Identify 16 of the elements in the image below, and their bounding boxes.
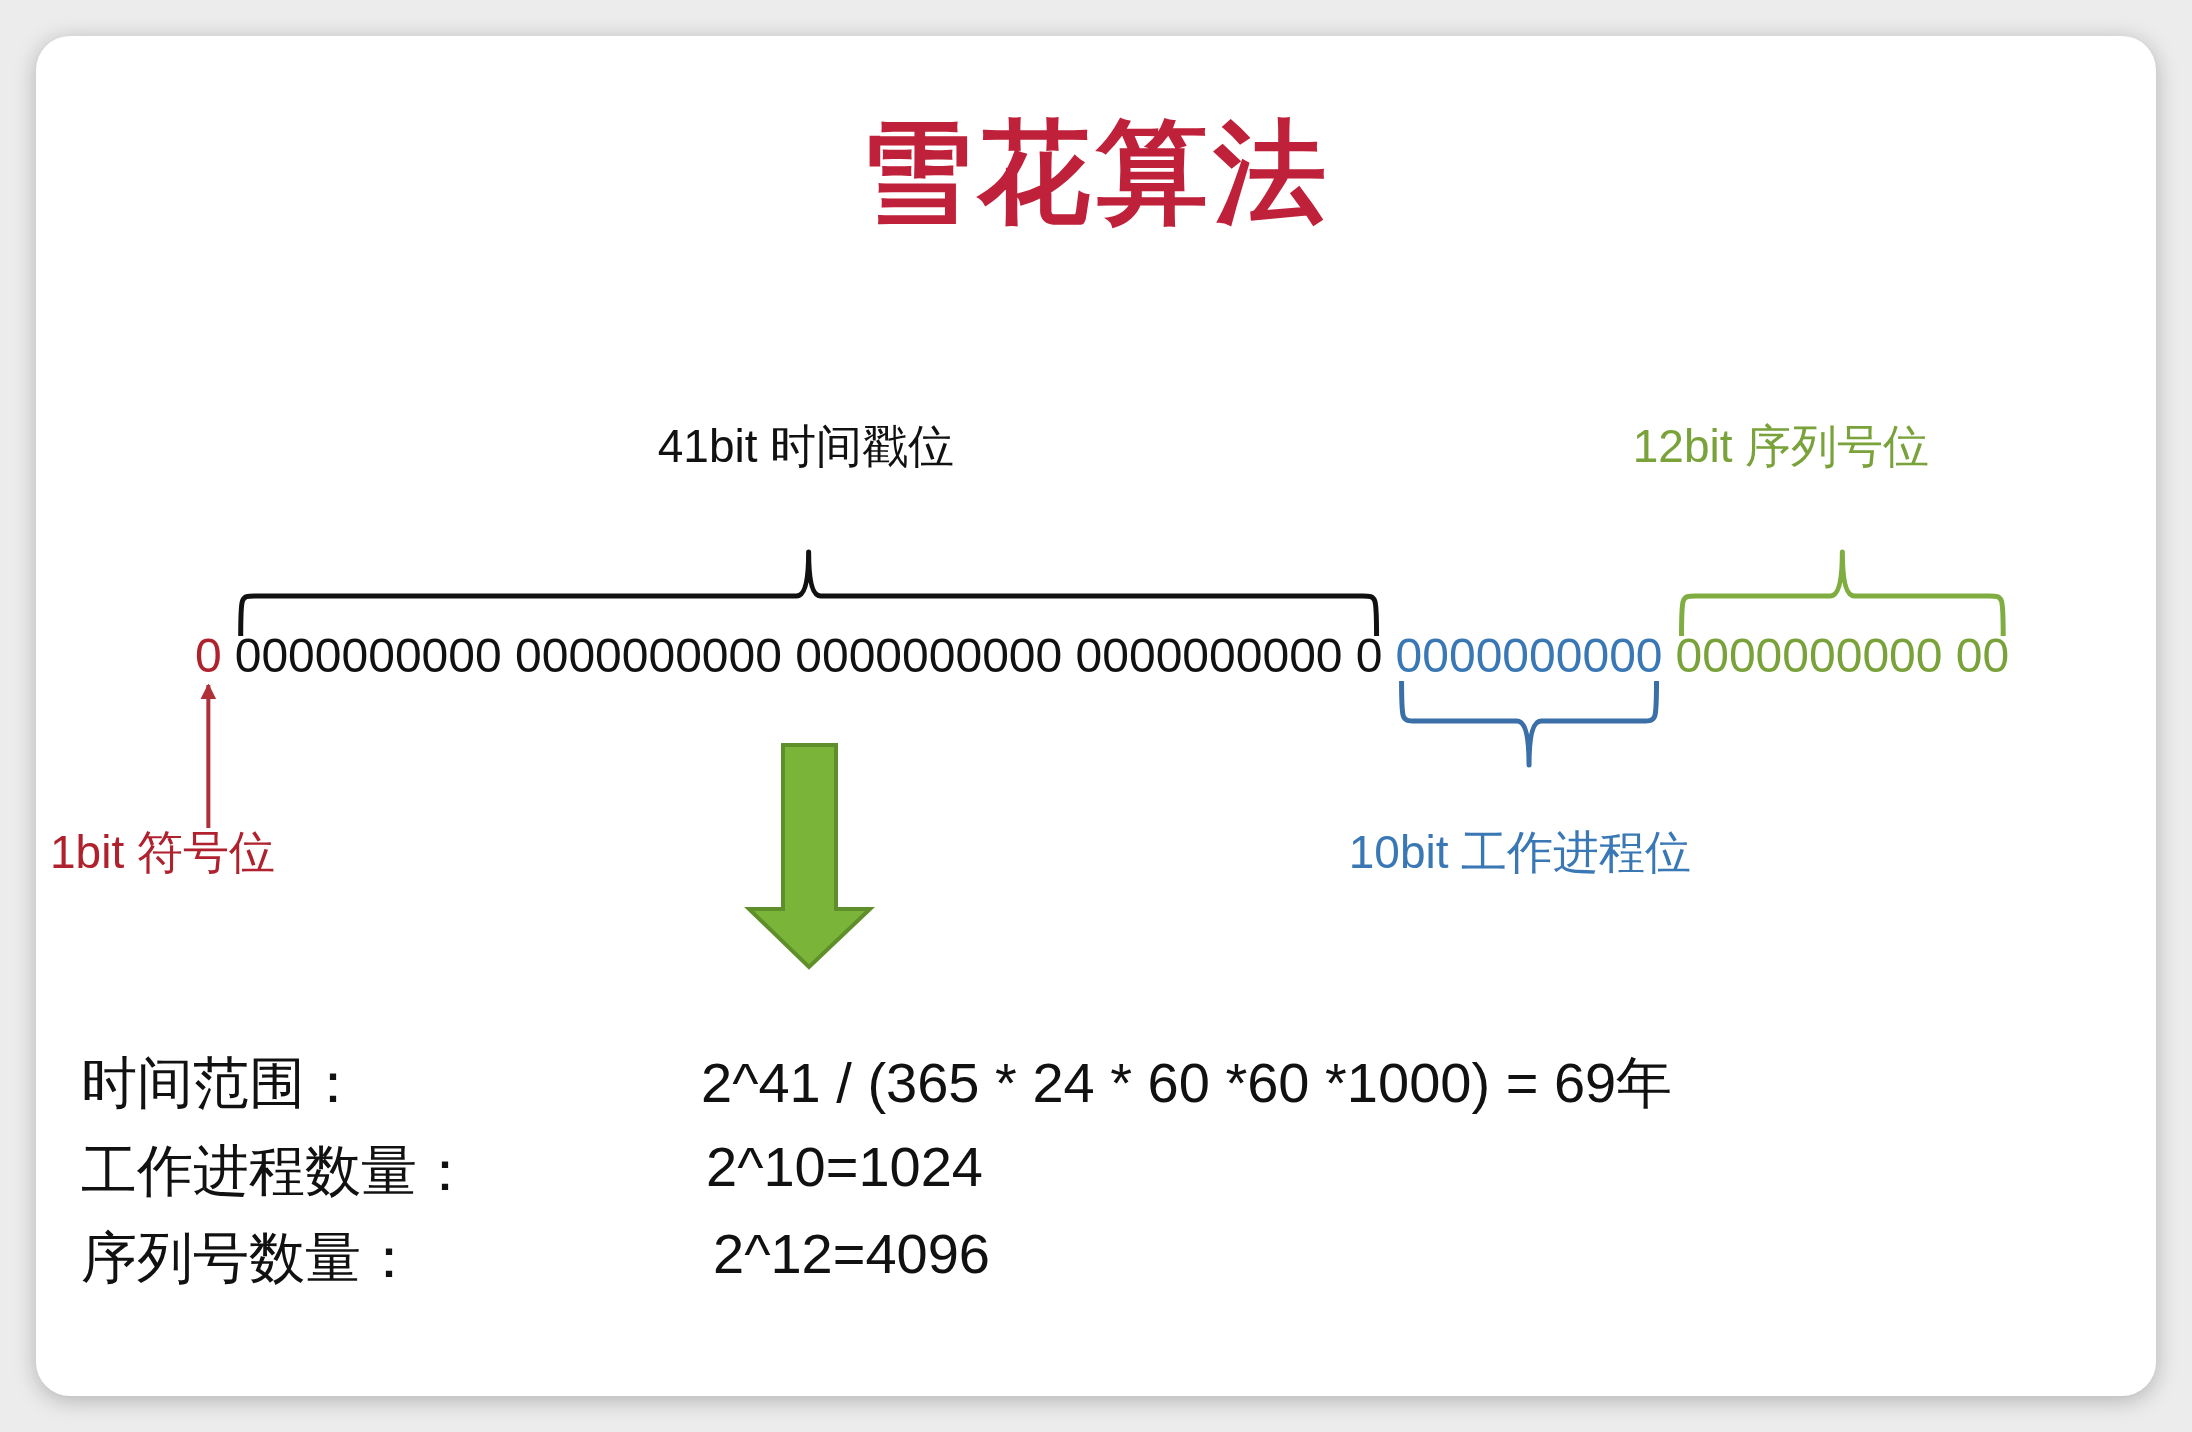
formula: 2^41 / (365 * 24 * 60 *60 *1000) = 69年 [701,1050,1673,1116]
formula: 2^12=4096 [713,1221,990,1286]
sign-bit: 0 [195,628,222,683]
field-label: 41bit 时间戳位 [657,419,955,474]
formula: 2^10=1024 [706,1134,983,1199]
row-label: 序列号数量： [81,1225,417,1291]
row-label: 时间范围： [81,1050,361,1116]
row-label: 工作进程数量： [81,1138,473,1204]
field-label: 12bit 序列号位 [1632,419,1930,474]
field-label: 1bit 符号位 [50,822,275,884]
title: 雪花算法 [860,110,1332,235]
field-label: 10bit 工作进程位 [1348,825,1692,880]
bit-group: 0000000000 [1395,628,1663,683]
arrow [200,683,217,828]
bit-group: 0000000000 00 [1675,628,2010,683]
bit-group: 0000000000 0000000000 0000000000 0000000000 0 [234,628,1383,683]
